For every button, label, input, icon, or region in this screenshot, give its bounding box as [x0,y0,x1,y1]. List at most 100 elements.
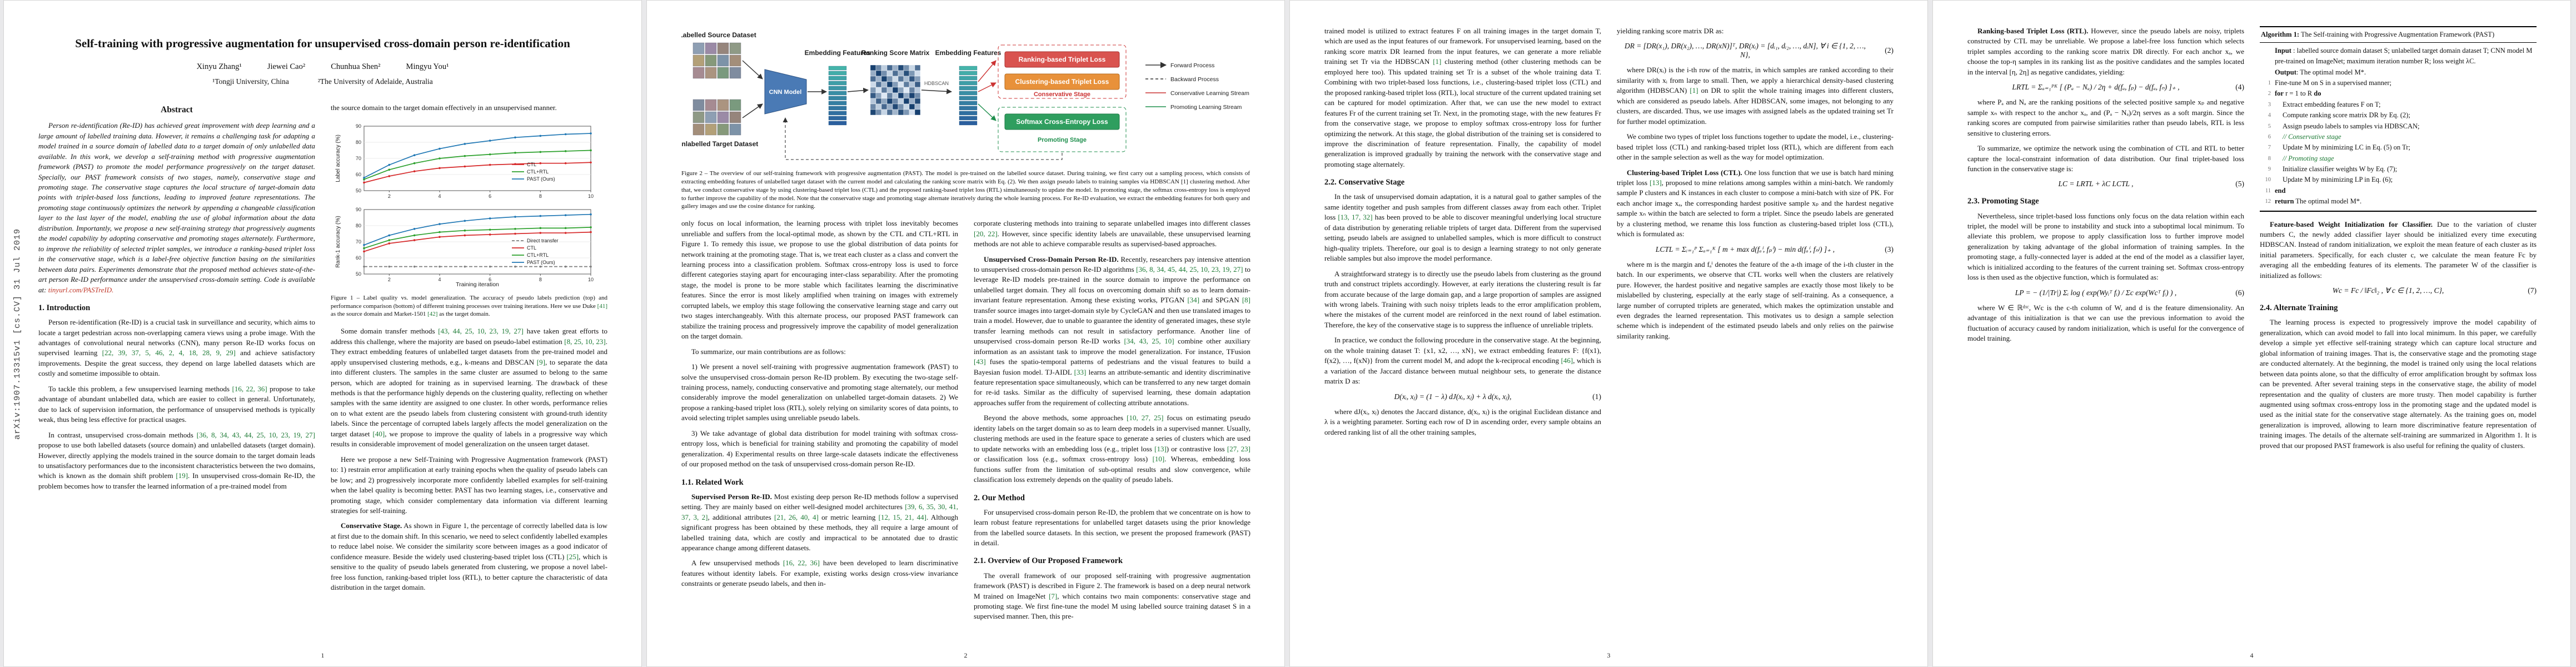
citation-link[interactable]: [10] [1152,455,1165,464]
heatmap-cell [898,98,904,104]
feature-bar [959,86,978,91]
equation-body: LC = LRTL + λC LCTL , [2058,180,2134,188]
algorithm-line-text: Assign pseudo labels to samples via HDBS… [2283,122,2420,130]
heatmap-cell [881,98,888,104]
x-tick-label: 10 [588,193,594,199]
citation-link[interactable]: [13] [1650,178,1662,187]
citation-link[interactable]: [27, 23] [1227,444,1250,453]
citation-link[interactable]: [36, 8, 34, 43, 44, 25, 10, 23, 19, 27] [196,430,315,439]
citation-link[interactable]: [10, 27, 25] [1127,414,1164,422]
citation-link[interactable]: [7] [1049,591,1058,600]
citation-link[interactable]: [36, 8, 34, 45, 44, 25, 10, 23, 19, 27] [1136,265,1243,274]
heatmap-cell [892,87,899,93]
data-point [388,242,391,245]
paragraph: In practice, we conduct the following pr… [1324,336,1601,386]
algorithm-line-text: Update M by minimizing LC in Eq. (5) on … [2283,143,2410,152]
equation: LCTL = Σᵢ₌₁ᴾ Σₐ₌₁ᴷ [ m + max d(fₐⁱ, fₚⁱ)… [1617,245,1894,254]
data-point [590,132,592,135]
heatmap-cell [870,76,876,82]
arrow [742,60,763,79]
legend-label: PAST (Ours) [527,176,555,182]
citation-link[interactable]: [22, 39, 37, 5, 46, 2, 4, 18, 28, 9, 29] [102,349,236,357]
dataset-thumbnail [729,111,741,123]
citation-link[interactable]: [8] [1242,296,1250,305]
citation-link[interactable]: [16, 22, 36] [232,384,267,393]
section-heading: 2.2. Conservative Stage [1324,178,1405,187]
data-point [413,227,416,230]
paragraph: only focus on local information, the lea… [681,219,958,341]
feature-bar [828,81,847,86]
algorithm-line-number: 8 [2268,155,2271,162]
code-url-link[interactable]: tinyurl.com/PASTreID. [48,285,114,294]
dataset-thumbnail [729,42,741,54]
algorithm-line-text: for r = 1 to R do [2275,89,2321,98]
heatmap-cell [870,98,876,104]
page-4: Ranking-based Triplet Loss (RTL). Howeve… [1932,0,2571,667]
citation-link[interactable]: [34] [1187,296,1200,305]
citation-link[interactable]: [42] [427,311,438,318]
citation-link[interactable]: [1] [1690,86,1698,95]
inline-heading: Feature-based Weight Initialization for … [2270,220,2433,228]
algorithm-line-text: Input : labelled source domain dataset S… [2275,46,2533,66]
equation-number: (7) [2528,286,2537,295]
dataset-thumbnail [717,67,729,79]
citation-link[interactable]: [13] [1154,444,1167,453]
paragraph: The learning process is expected to prog… [2260,318,2537,450]
citation-link[interactable]: [12, 15, 21, 44] [878,512,926,521]
section-heading: 2.4. Alternate Training [2260,303,2338,313]
citation-link[interactable]: [43, 44, 25, 10, 23, 19, 27] [438,327,524,336]
heatmap-cell [898,92,904,99]
citation-link[interactable]: [16, 22, 36] [783,559,820,568]
algorithm-line-text: Update M by minimizing LP in Eq. (6); [2283,176,2393,184]
heatmap-cell [914,109,921,116]
feature-bar [828,91,847,96]
citation-link[interactable]: [33] [1074,367,1087,376]
citation-link[interactable]: [13, 17, 32] [1338,213,1373,222]
citation-link[interactable]: [39, 6, 35, 30, 41, 37, 3, 2] [681,502,958,521]
citation-link[interactable]: [8, 25, 10, 23] [564,337,606,346]
citation-link[interactable]: [25] [566,552,579,561]
citation-link[interactable]: [19] [176,471,188,480]
paragraph: where W ∈ ℝᵈˣᶜ, Wc is the c-th column of… [1967,303,2244,343]
legend-backward-label: Backward Process [1170,76,1219,83]
citation-link[interactable]: [9] [536,357,545,366]
data-point [489,163,491,166]
feature-bar [959,101,978,106]
algorithm-line-number [2261,67,2271,78]
citation-link[interactable]: [40] [372,429,385,438]
data-point [590,231,592,233]
page1-right-column: the source domain to the target domain e… [331,103,607,598]
data-point [413,234,416,236]
citation-link[interactable]: [21, 26, 40, 4] [774,512,819,521]
citation-link[interactable]: [34, 43, 25, 10] [1124,337,1174,346]
series-line [363,150,591,180]
data-point [464,142,466,145]
y-tick-label: 50 [356,188,361,193]
section-heading: 1.1. Related Work [681,477,744,487]
softmax-label: Softmax Cross-Entropy Loss [1016,118,1108,126]
data-point [439,265,441,268]
equation-number: (2) [1885,46,1894,55]
feature-bar [828,111,847,116]
dataset-thumbnail [717,54,729,67]
conservative-stage-label: Conservative Stage [1034,91,1090,98]
dataset-thumbnail [692,123,705,136]
algorithm-line-text: // Conservative stage [2283,132,2341,141]
data-point [539,162,542,165]
data-point [439,147,441,150]
page3-right-column: yielding ranking score matrix DR as:DR =… [1617,26,1894,442]
section-heading: 2.3. Promoting Stage [1967,197,2039,206]
equation-body: DR = [DR(x₁), DR(x₂), …, DR(xN)]ᵀ, DR(xᵢ… [1624,42,1866,59]
arrow [742,103,763,118]
citation-link[interactable]: [20, 22] [974,229,998,238]
citation-link[interactable]: [41] [597,302,607,310]
citation-link[interactable]: [43] [974,357,986,366]
citation-link[interactable]: [46] [1561,356,1573,365]
legend-promoting-label: Promoting Learning Stream [1170,104,1242,111]
feature-bar [828,96,847,101]
author-name: Xinyu Zhang¹ [196,62,242,72]
algorithm-line: Output: The optimal model M*. [2261,67,2535,78]
citation-link[interactable]: [1] [1433,57,1442,66]
paragraph: where DR(xᵢ) is the i-th row of the matr… [1617,66,1894,126]
